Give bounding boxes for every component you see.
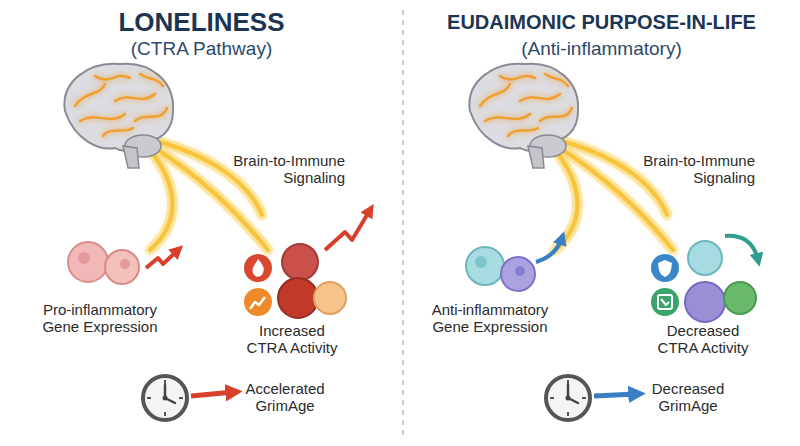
clock-outcome: Decreased GrimAge — [543, 372, 733, 422]
panel-title: EUDAIMONIC PURPOSE-IN-LIFE — [403, 11, 800, 34]
cell — [105, 250, 139, 284]
flame-icon-circle — [244, 254, 272, 282]
shield-icon-circle — [651, 254, 679, 282]
panel-title: LONELINESS — [0, 8, 403, 38]
ctra-cells-decreased — [651, 241, 756, 322]
panel-subtitle: (Anti-inflammatory) — [403, 38, 800, 60]
panel-subtitle: (CTRA Pathway) — [0, 38, 403, 60]
cell-cluster: Decreased CTRA Activity — [648, 250, 758, 356]
signal-label: Brain-to-Immune Signaling — [225, 152, 345, 187]
cell-cluster: Increased CTRA Activity — [237, 250, 347, 356]
node-caption: Accelerated GrimAge — [240, 380, 330, 415]
cell — [68, 242, 108, 282]
cell-nucleus — [515, 266, 525, 276]
cell — [466, 247, 504, 285]
trend-icon-circle — [651, 288, 679, 316]
node-caption: Pro-inflammatory Gene Expression — [35, 301, 165, 336]
cell-nucleus — [78, 252, 90, 264]
cell-cluster: Anti-inflammatory Gene Expression — [425, 235, 555, 335]
accelerate-arrow — [191, 392, 234, 396]
increase-arrow — [325, 210, 370, 250]
cell — [314, 282, 346, 314]
flame-icon — [252, 259, 263, 277]
pro-inflammatory-cells — [68, 242, 139, 284]
brain-icon — [64, 64, 173, 168]
trend-icon — [250, 297, 265, 309]
decrease-arrow — [725, 236, 758, 260]
clock-outcome: Accelerated GrimAge — [140, 372, 330, 422]
cell — [724, 282, 756, 314]
cell — [282, 244, 318, 280]
cell — [278, 278, 318, 318]
trend-icon-circle — [244, 288, 272, 316]
node-caption: Decreased GrimAge — [643, 380, 733, 415]
node-caption: Decreased CTRA Activity — [651, 322, 756, 357]
clock-icon — [546, 376, 590, 420]
cell-cluster: Pro-inflammatory Gene Expression — [35, 235, 165, 335]
node-caption: Increased CTRA Activity — [240, 322, 345, 357]
node-caption: Anti-inflammatory Gene Expression — [425, 301, 555, 336]
shield-icon — [658, 260, 672, 277]
decrease-arrow — [594, 394, 637, 396]
trend-icon — [661, 299, 669, 305]
cell — [501, 257, 535, 291]
cell-nucleus — [120, 259, 130, 269]
cell-nucleus — [475, 256, 487, 268]
signal-label: Brain-to-Immune Signaling — [635, 152, 755, 187]
ctra-cells-increased — [244, 244, 346, 318]
increase-arrow — [536, 238, 562, 262]
brain-icon — [469, 64, 578, 168]
cell — [685, 282, 725, 322]
increase-arrow — [146, 250, 178, 268]
cell — [688, 241, 722, 275]
panel-divider — [402, 10, 404, 440]
clock-icon — [143, 376, 187, 420]
trend-icon — [658, 295, 672, 309]
anti-inflammatory-cells — [466, 247, 535, 291]
